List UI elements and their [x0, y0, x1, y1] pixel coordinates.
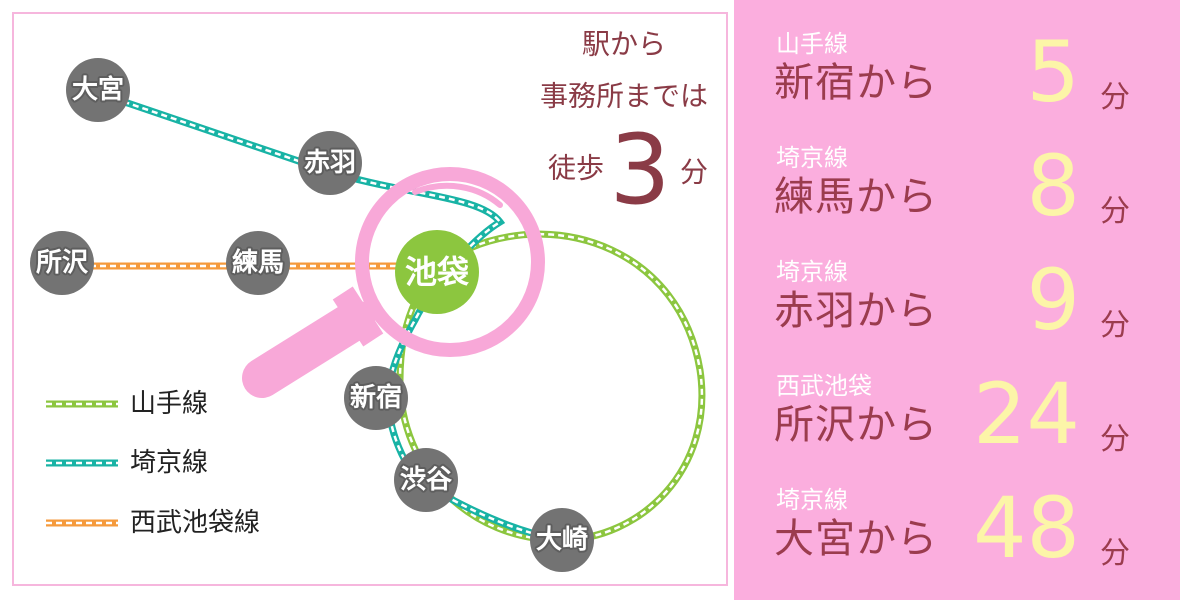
- station-omiya: 大宮: [66, 58, 130, 122]
- route-station: 新宿から: [774, 60, 938, 106]
- route-line-name: 埼京線: [776, 486, 848, 514]
- svg-text:大宮: 大宮: [72, 74, 124, 105]
- svg-text:池袋: 池袋: [405, 253, 469, 291]
- route-line-name: 埼京線: [776, 144, 848, 172]
- route-map: 大宮 赤羽 所沢 練馬 池袋 新宿 渋谷 大崎: [12, 12, 728, 586]
- route-minutes: 8: [1026, 137, 1080, 235]
- route-row: 埼京線 大宮から 48 分: [734, 470, 1180, 580]
- svg-text:新宿: 新宿: [350, 382, 402, 413]
- route-minutes: 48: [973, 479, 1080, 577]
- station-nerima: 練馬: [226, 231, 290, 295]
- route-line-name: 埼京線: [776, 258, 848, 286]
- walk-prefix: 徒歩: [548, 152, 604, 185]
- svg-text:山手線: 山手線: [130, 389, 208, 419]
- route-minutes: 24: [973, 365, 1080, 463]
- route-unit: 分: [1100, 422, 1130, 457]
- svg-text:練馬: 練馬: [232, 247, 284, 278]
- route-unit: 分: [1100, 536, 1130, 571]
- svg-text:赤羽: 赤羽: [304, 148, 356, 178]
- route-row: 山手線 新宿から 5 分: [734, 14, 1180, 124]
- route-line-name: 山手線: [776, 30, 848, 58]
- route-unit: 分: [1100, 194, 1130, 229]
- route-unit: 分: [1100, 80, 1130, 115]
- route-line-name: 西武池袋: [776, 372, 872, 400]
- station-osaki: 大崎: [530, 508, 594, 572]
- route-unit: 分: [1100, 308, 1130, 343]
- station-ikebukuro: 池袋: [395, 230, 479, 314]
- route-minutes: 5: [1026, 23, 1080, 121]
- svg-text:西武池袋線: 西武池袋線: [130, 508, 260, 538]
- walk-text-line1: 駅から: [582, 28, 666, 61]
- route-row: 埼京線 赤羽から 9 分: [734, 242, 1180, 352]
- legend-item-seibu: 西武池袋線: [46, 508, 260, 538]
- svg-text:埼京線: 埼京線: [130, 448, 208, 478]
- walk-unit: 分: [680, 156, 708, 189]
- station-shinjuku: 新宿: [344, 366, 408, 430]
- svg-text:渋谷: 渋谷: [400, 465, 453, 495]
- route-minutes: 9: [1026, 251, 1080, 349]
- route-row: 西武池袋 所沢から 24 分: [734, 356, 1180, 466]
- magnifier-icon: [242, 167, 545, 398]
- walk-minutes: 3: [609, 114, 670, 226]
- legend: 山手線 埼京線 西武池袋線: [46, 389, 260, 538]
- route-row: 埼京線 練馬から 8 分: [734, 128, 1180, 238]
- walk-time: 駅から 事務所までは 徒歩 3 分: [540, 28, 708, 227]
- station-akabane: 赤羽: [298, 131, 362, 195]
- walk-text-line2: 事務所までは: [540, 80, 708, 113]
- travel-time-panel: 山手線 新宿から 5 分 埼京線 練馬から 8 分 埼京線 赤羽から 9 分 西…: [734, 0, 1180, 600]
- legend-item-yamanote: 山手線: [46, 389, 208, 419]
- route-map-svg: 大宮 赤羽 所沢 練馬 池袋 新宿 渋谷 大崎: [30, 28, 708, 572]
- route-station: 大宮から: [774, 516, 938, 562]
- map-frame: [12, 12, 728, 586]
- station-shibuya: 渋谷: [394, 448, 458, 512]
- station-tokorozawa: 所沢: [30, 231, 94, 295]
- legend-item-saikyo: 埼京線: [46, 448, 208, 478]
- route-station: 所沢から: [774, 402, 938, 448]
- route-station: 赤羽から: [774, 288, 938, 334]
- route-station: 練馬から: [774, 174, 938, 220]
- svg-text:所沢: 所沢: [36, 248, 89, 278]
- svg-text:大崎: 大崎: [536, 525, 588, 555]
